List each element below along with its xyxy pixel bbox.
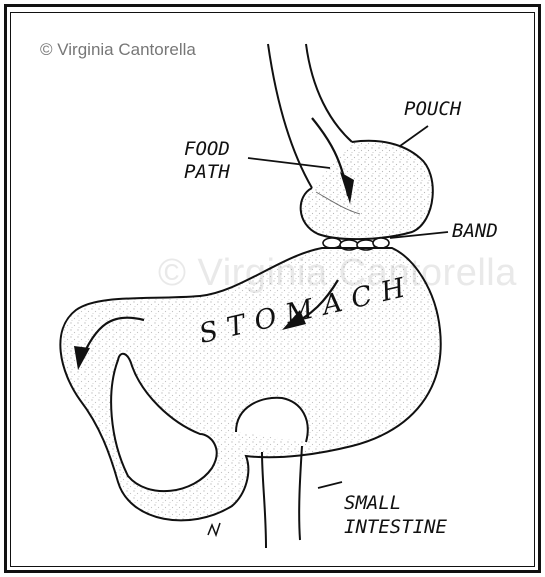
label-pouch: POUCH [404, 98, 461, 120]
copyright-notice: © Virginia Cantorella [40, 40, 196, 60]
pouch [301, 141, 433, 239]
label-small-intestine-line2: INTESTINE [344, 516, 447, 538]
artist-signature [208, 523, 220, 535]
label-food-path-line1: FOOD [184, 138, 230, 160]
label-food-path-line2: PATH [184, 161, 230, 183]
label-small-intestine-line1: SMALL [344, 492, 401, 514]
label-band: BAND [452, 220, 498, 242]
